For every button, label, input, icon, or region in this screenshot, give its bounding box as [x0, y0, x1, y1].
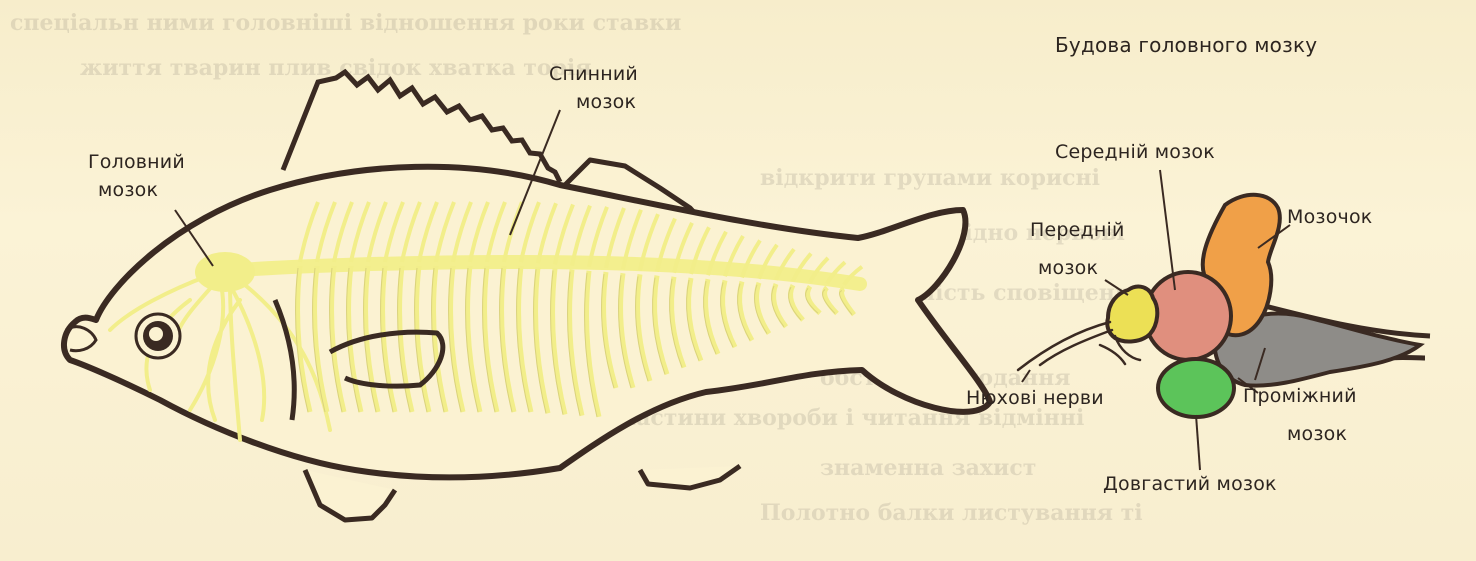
- diencephalon-shape: [1158, 359, 1234, 417]
- fish: [64, 72, 990, 520]
- label-cerebellum: Мозочок: [1287, 205, 1372, 229]
- label-medulla: Довгастий мозок: [1103, 472, 1277, 496]
- label-diencephalon-line1: Проміжний: [1243, 384, 1357, 408]
- label-olfactory-nerves: Нюхові нерви: [966, 386, 1104, 410]
- label-brain-line2: мозок: [98, 178, 158, 202]
- label-forebrain-line1: Передній: [1030, 218, 1125, 242]
- label-brain-line1: Головний: [88, 150, 185, 174]
- label-midbrain: Середній мозок: [1055, 140, 1215, 164]
- eye: [136, 314, 180, 358]
- ventral-fin: [305, 470, 395, 520]
- anal-fin: [640, 466, 740, 488]
- bleed-line: знаменна захист: [820, 455, 1036, 481]
- label-forebrain-line2: мозок: [1038, 256, 1098, 280]
- bleed-line: відкрити групами корисні: [760, 165, 1100, 191]
- label-diencephalon-line2: мозок: [1287, 422, 1347, 446]
- label-spinal-cord-line1: Спинний: [549, 62, 638, 86]
- brain-structure-title: Будова головного мозку: [1055, 33, 1317, 57]
- bleed-line: спеціальн ними головніші відношення роки…: [10, 10, 681, 36]
- label-spinal-cord-line2: мозок: [576, 90, 636, 114]
- bleed-line: Полотно балки листування ті: [760, 500, 1143, 526]
